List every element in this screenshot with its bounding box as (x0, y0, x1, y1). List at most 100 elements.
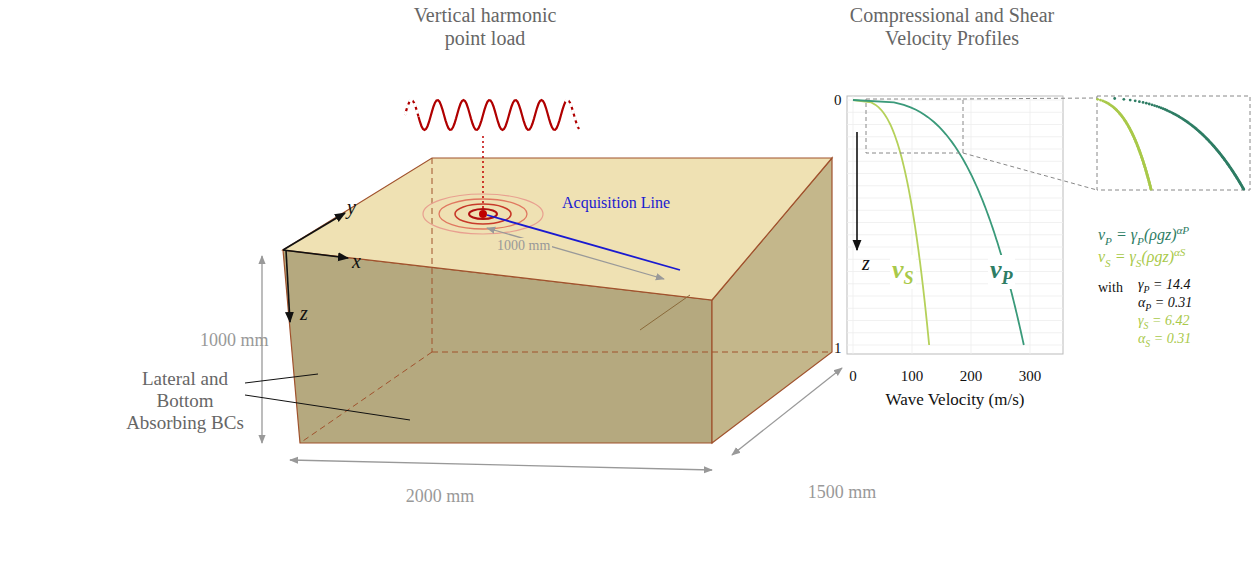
dimension-label: 1000 mm (200, 330, 269, 351)
drawing-part (866, 99, 963, 153)
drawing-part (847, 308, 1063, 309)
drawing-part (1096, 98, 1099, 101)
drawing-part (847, 271, 1063, 272)
drawing-part (847, 283, 1063, 284)
drawing-part (1142, 101, 1145, 104)
drawing-part (1148, 103, 1151, 106)
note-text: with (1098, 280, 1123, 296)
wave-ripples (423, 194, 543, 234)
drawing-part (1129, 99, 1132, 102)
load-line (482, 136, 484, 210)
boundary-label: Lateral and Bottom Absorbing BCs (121, 368, 249, 434)
title-text: Vertical harmonic point load (395, 4, 575, 50)
drawing-part (847, 149, 1063, 150)
drawing-part (1145, 102, 1148, 105)
drawing-part (245, 374, 318, 383)
depth-tick: 1 (834, 340, 842, 357)
drawing-part (1097, 96, 1250, 190)
drawing-part (853, 100, 1024, 345)
drawing-part (1242, 188, 1245, 191)
drawing-part (847, 100, 1063, 101)
drawing-part (847, 210, 1063, 211)
parameter-value: γS = 6.42 (1138, 313, 1189, 331)
drawing-part (1122, 98, 1125, 101)
axis-label: z (862, 252, 870, 275)
drawing-part (847, 296, 1063, 297)
drawing-part (286, 250, 290, 322)
drawing-part (479, 210, 487, 218)
axis-label: z (300, 302, 308, 325)
drawing-part (847, 247, 1063, 248)
drawing-part (912, 96, 913, 354)
drawing-part (290, 460, 712, 470)
velocity-tick: 100 (901, 368, 924, 385)
axes (283, 213, 348, 322)
drawing-part (847, 222, 1063, 223)
drawing-part (963, 153, 1097, 190)
drawing-part (1151, 103, 1154, 106)
drawing-part (847, 96, 1063, 354)
drawing-part (1242, 187, 1245, 190)
drawing-part (847, 161, 1063, 162)
drawing-part (847, 198, 1063, 199)
drawing-part (847, 259, 1063, 260)
axis-label: y (347, 196, 356, 219)
axis-title: Wave Velocity (m/s) (885, 390, 1024, 410)
drawing-part (405, 100, 419, 117)
dimensions (262, 256, 842, 470)
leader-lines (245, 374, 410, 420)
dimension-label: 1500 mm (808, 482, 877, 503)
velocity-tick: 0 (849, 368, 857, 385)
dimension-label: 2000 mm (406, 486, 475, 507)
harmonic-load (405, 100, 579, 130)
velocity-chart (847, 96, 1250, 354)
curve-label: vP (988, 255, 1015, 289)
soil-box (283, 158, 832, 443)
drawing-part (432, 158, 433, 352)
drawing-part (566, 100, 580, 129)
drawing-part (283, 213, 345, 250)
drawing-part (847, 96, 1063, 354)
acquisition-label: Acquisition Line (560, 194, 672, 212)
dimension-label: 1000 mm (495, 238, 552, 254)
parameter-value: αS = 0.31 (1138, 331, 1191, 349)
drawing-part (300, 352, 432, 443)
acquisition-line (487, 215, 680, 270)
dimension-arrow (487, 228, 664, 279)
drawing-part (283, 158, 832, 300)
drawing-part (847, 345, 1063, 346)
formula: vS = γS(ρgz)αS (1098, 246, 1185, 269)
drawing-part (732, 368, 842, 455)
curve-label: vS (890, 255, 916, 289)
drawing-part (853, 100, 929, 345)
drawing-part (847, 185, 1063, 186)
chart-title: Compressional and Shear Velocity Profile… (847, 4, 1057, 50)
drawing-part (1134, 99, 1137, 102)
drawing-part (1113, 97, 1116, 100)
drawing-part (1030, 96, 1031, 354)
drawing-part (423, 194, 543, 234)
drawing-part (432, 352, 832, 353)
parameter-value: αP = 0.31 (1138, 295, 1192, 313)
drawing-part (963, 98, 1097, 99)
drawing-part (439, 199, 527, 229)
drawing-part (1149, 187, 1152, 190)
drawing-part (1150, 188, 1153, 191)
drawing-part (971, 96, 972, 354)
drawing-part (856, 132, 858, 250)
drawing-part (847, 173, 1063, 174)
drawing-part (283, 250, 348, 258)
axis-label: x (352, 250, 361, 273)
depth-tick: 0 (834, 92, 842, 109)
leader-line (640, 295, 690, 330)
drawing-part (847, 234, 1063, 235)
formula: vP = γP(ρgz)αP (1098, 224, 1189, 247)
drawing-part (847, 112, 1063, 113)
drawing-part (847, 124, 1063, 125)
drawing-part (853, 96, 854, 354)
drawing-part (847, 320, 1063, 321)
drawing-part (1096, 97, 1245, 190)
velocity-tick: 200 (960, 368, 983, 385)
